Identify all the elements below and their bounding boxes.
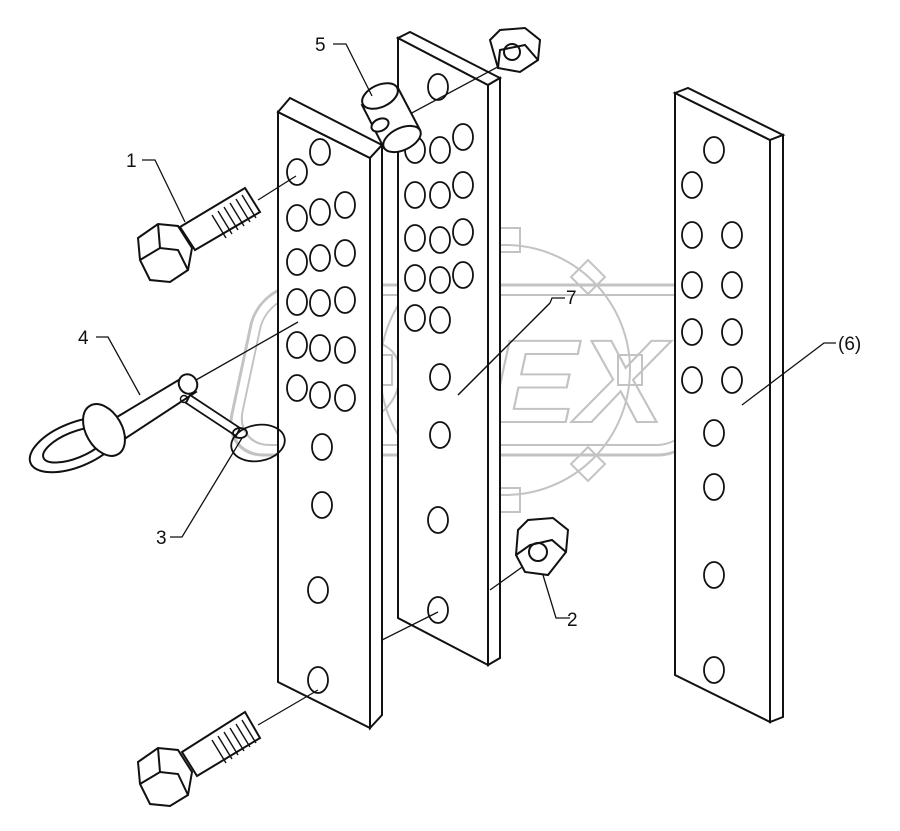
callout-4: 4 [78, 328, 89, 349]
spacer-sleeve-5 [360, 82, 422, 154]
bolt-1-axis [257, 175, 297, 201]
leader-line-5 [333, 43, 373, 97]
callout-5: 5 [315, 35, 326, 56]
leader-line-4 [96, 336, 141, 396]
nut-2 [514, 516, 570, 577]
bolt-lower-axis [257, 689, 319, 726]
callout-3: 3 [156, 528, 167, 549]
clip-pin-3 [184, 393, 286, 463]
leader-line-7 [457, 302, 551, 396]
plate-6 [672, 86, 786, 724]
middle-plate [395, 30, 503, 667]
front-plate [276, 96, 384, 731]
pin-4-axis [195, 321, 299, 381]
nut-top [488, 26, 542, 74]
callout-2: 2 [567, 610, 578, 631]
bolt-1-upper [136, 186, 262, 284]
leader-line-3 [170, 437, 243, 538]
leader-line-7-label [549, 297, 565, 304]
callout-6: (6) [838, 334, 861, 355]
callout-leaders [96, 43, 836, 619]
callout-1: 1 [126, 151, 137, 172]
pin-4 [28, 373, 199, 474]
connector-line-bottom [381, 611, 439, 641]
leader-line-2 [542, 574, 570, 619]
leader-line-6 [741, 342, 836, 406]
leader-line-1 [142, 159, 186, 223]
callout-7: 7 [566, 288, 577, 309]
bolt-lower [136, 710, 262, 808]
